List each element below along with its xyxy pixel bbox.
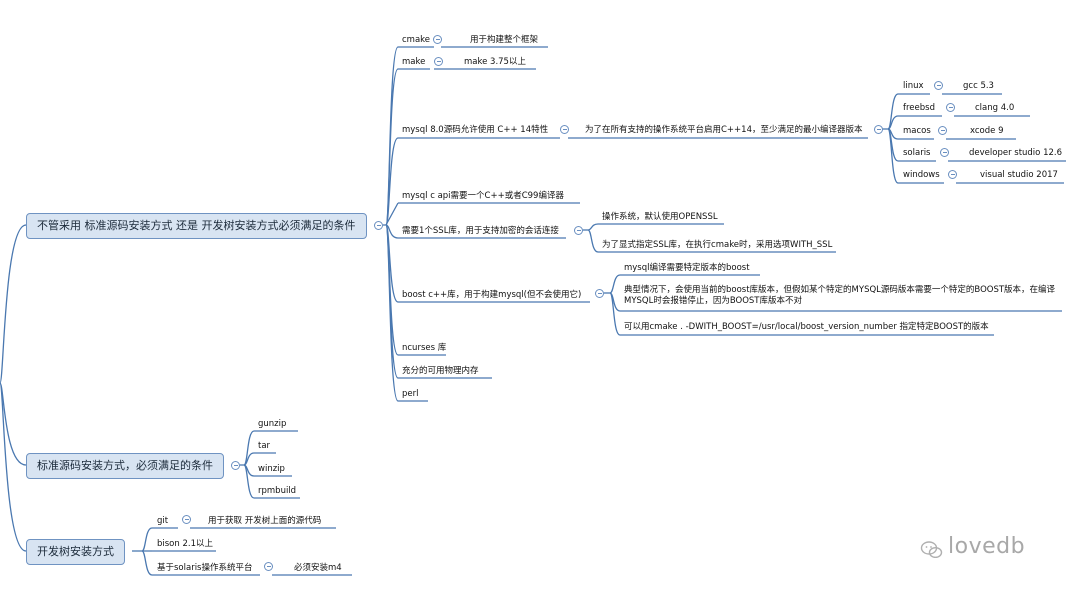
node-c-api[interactable]: mysql c api需要一个C++或者C99编译器 (402, 191, 564, 201)
collapse-toggle-icon[interactable] (434, 57, 443, 66)
node-solaris[interactable]: solaris (903, 148, 931, 158)
root-standard-source-install[interactable]: 标准源码安装方式，必须满足的条件 (26, 453, 224, 479)
collapse-toggle-icon[interactable] (374, 221, 383, 230)
collapse-toggle-icon[interactable] (182, 515, 191, 524)
connector-root1 (0, 224, 27, 384)
node-solaris-version[interactable]: developer studio 12.6 (969, 148, 1063, 158)
collapse-toggle-icon[interactable] (946, 103, 955, 112)
node-git[interactable]: git (157, 516, 169, 526)
node-make-desc[interactable]: make 3.75以上 (464, 57, 526, 67)
collapse-toggle-icon[interactable] (940, 148, 949, 157)
node-tar[interactable]: tar (258, 441, 271, 451)
node-rpmbuild[interactable]: rpmbuild (258, 486, 297, 496)
node-boost-cmake[interactable]: 可以用cmake . -DWITH_BOOST=/usr/local/boost… (624, 322, 989, 332)
node-memory[interactable]: 充分的可用物理内存 (402, 366, 479, 376)
wechat-icon (920, 541, 943, 559)
node-make[interactable]: make (402, 57, 426, 67)
node-macos-version[interactable]: xcode 9 (970, 126, 1004, 136)
connector-root3 (0, 382, 27, 552)
node-m4[interactable]: 必须安装m4 (294, 563, 342, 573)
node-linux[interactable]: linux (903, 81, 924, 91)
node-cmake-desc[interactable]: 用于构建整个框架 (470, 35, 539, 45)
node-perl[interactable]: perl (402, 389, 419, 399)
node-windows-version[interactable]: visual studio 2017 (980, 170, 1058, 180)
node-winzip[interactable]: winzip (258, 464, 285, 474)
node-ssl-default[interactable]: 操作系统，默认使用OPENSSL (602, 212, 718, 222)
node-ssl-library[interactable]: 需要1个SSL库，用于支持加密的会话连接 (402, 226, 559, 236)
node-ssl-with-ssl[interactable]: 为了显式指定SSL库，在执行cmake时，采用选项WITH_SSL (602, 240, 833, 250)
node-freebsd[interactable]: freebsd (903, 103, 935, 113)
collapse-toggle-icon[interactable] (264, 562, 273, 571)
watermark-text: lovedb (948, 534, 1026, 559)
node-boost-typical[interactable]: 典型情况下，会使用当前的boost库版本，但假如某个特定的MYSQL源码版本需要… (624, 285, 1056, 306)
node-freebsd-version[interactable]: clang 4.0 (975, 103, 1015, 113)
node-bison[interactable]: bison 2.1以上 (157, 539, 213, 549)
node-macos[interactable]: macos (903, 126, 931, 136)
node-git-desc[interactable]: 用于获取 开发树上面的源代码 (208, 516, 322, 526)
collapse-toggle-icon[interactable] (934, 81, 943, 90)
node-gunzip[interactable]: gunzip (258, 419, 287, 429)
node-ncurses[interactable]: ncurses 库 (402, 343, 447, 353)
node-boost[interactable]: boost c++库，用于构建mysql(但不会使用它) (402, 290, 582, 300)
collapse-toggle-icon[interactable] (231, 461, 240, 470)
collapse-toggle-icon[interactable] (938, 126, 947, 135)
node-mysql80-cpp14[interactable]: mysql 8.0源码允许使用 C++ 14特性 (402, 125, 549, 135)
node-boost-version[interactable]: mysql编译需要特定版本的boost (624, 263, 750, 273)
collapse-toggle-icon[interactable] (560, 125, 569, 134)
root-common-conditions[interactable]: 不管采用 标准源码安装方式 还是 开发树安装方式必须满足的条件 (26, 213, 367, 239)
collapse-toggle-icon[interactable] (574, 226, 583, 235)
collapse-toggle-icon[interactable] (948, 170, 957, 179)
collapse-toggle-icon[interactable] (595, 289, 604, 298)
root-dev-tree-install[interactable]: 开发树安装方式 (26, 539, 125, 565)
node-solaris-platform[interactable]: 基于solaris操作系统平台 (157, 563, 253, 573)
collapse-toggle-icon[interactable] (433, 35, 442, 44)
node-linux-version[interactable]: gcc 5.3 (963, 81, 994, 91)
node-mysql80-compiler-note[interactable]: 为了在所有支持的操作系统平台启用C++14，至少满足的最小编译器版本 (585, 125, 863, 135)
node-cmake[interactable]: cmake (402, 35, 431, 45)
collapse-toggle-icon[interactable] (874, 125, 883, 134)
node-windows[interactable]: windows (903, 170, 940, 180)
